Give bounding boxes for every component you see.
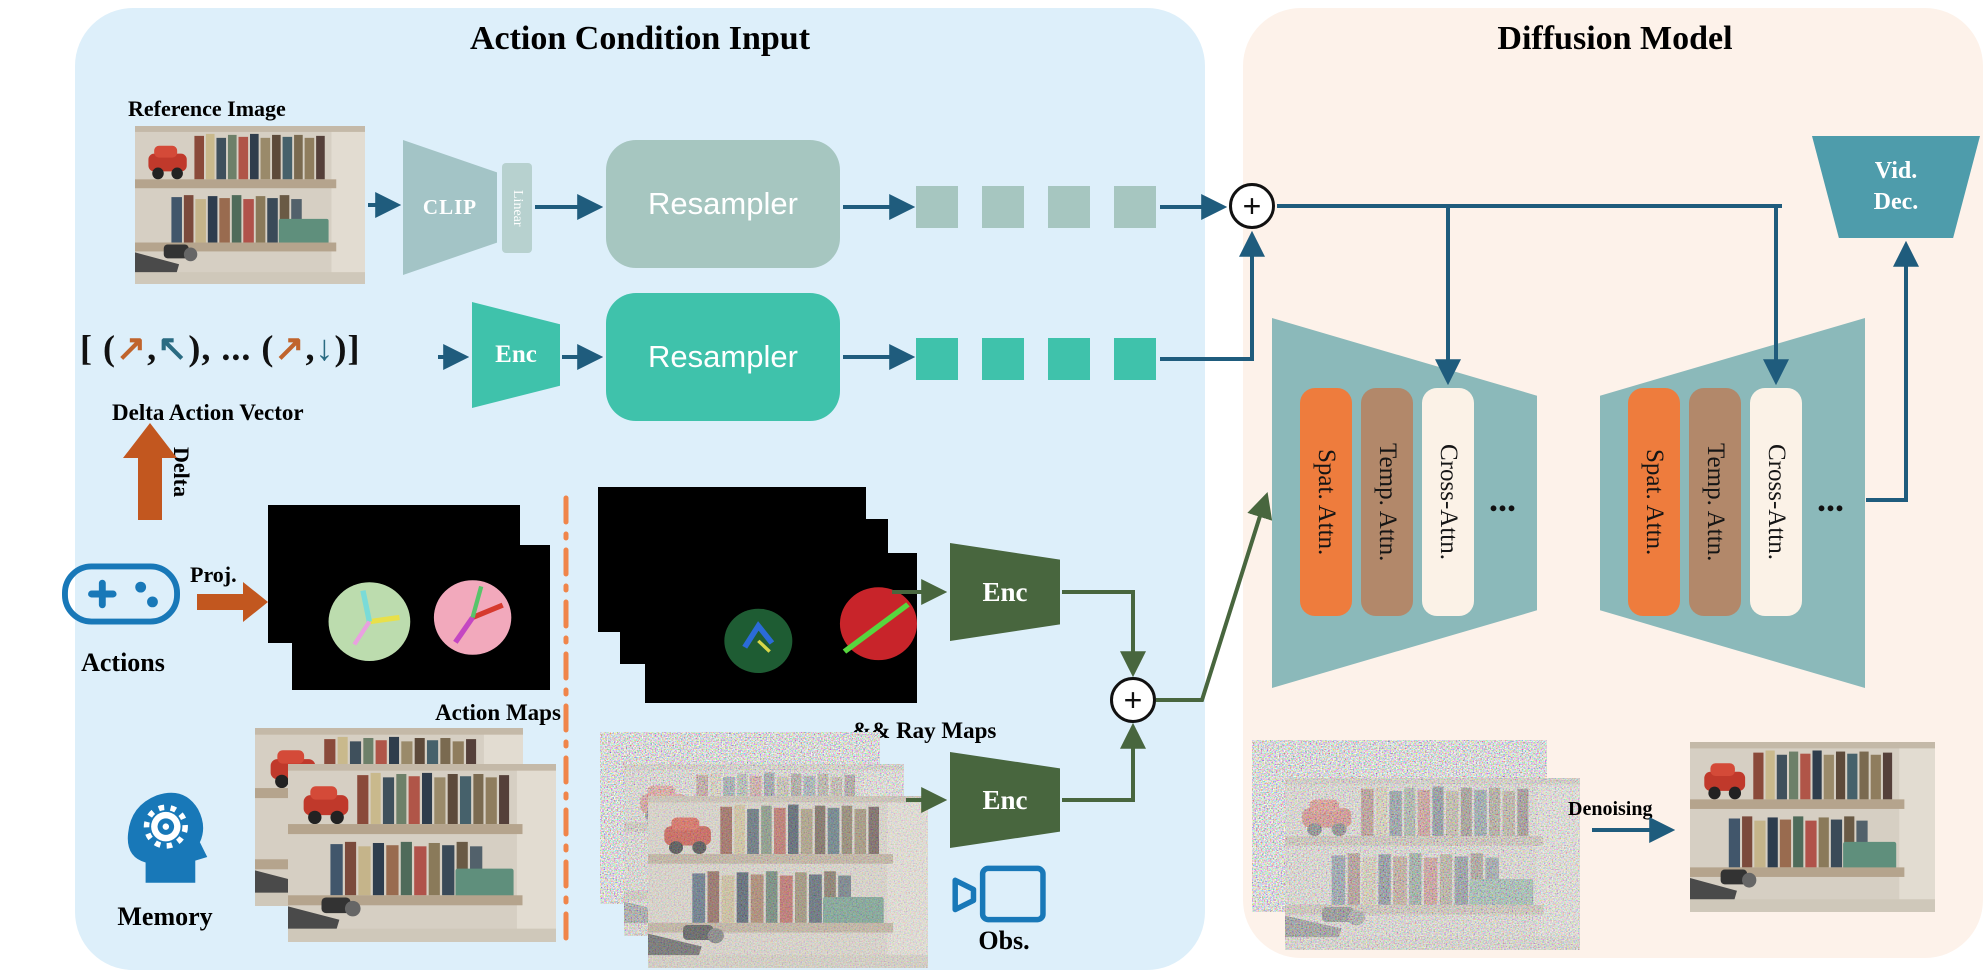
left-panel-title: Action Condition Input xyxy=(469,20,811,57)
spatial-attention-label: Spat. Attn. xyxy=(1641,448,1668,556)
vid-dec-line1: Vid. xyxy=(1874,157,1918,184)
temporal-attention-bar-1: Temp. Attn. xyxy=(1361,388,1413,616)
resampler-mid-label: Resampler xyxy=(648,339,798,374)
enc-obs-block: Enc xyxy=(950,752,1060,848)
vec-arrow-teal-icon: ↖ xyxy=(157,328,189,368)
ellipsis-1: ... xyxy=(1489,479,1516,519)
enc-action-label: Enc xyxy=(495,341,537,368)
cross-attention-label: Cross-Attn. xyxy=(1763,444,1790,560)
clip-label: CLIP xyxy=(422,195,478,219)
token-square xyxy=(1048,186,1090,228)
memory-image-front xyxy=(288,764,556,942)
obs-label: Obs. xyxy=(978,926,1030,955)
memory-head-icon xyxy=(127,792,208,883)
video-decoder-block: Vid. Dec. xyxy=(1812,136,1980,238)
token-square xyxy=(1114,338,1156,380)
vec-open: [ ( xyxy=(80,328,116,368)
linear-label: Linear xyxy=(510,189,525,227)
enc-ray-block: Enc xyxy=(950,543,1060,641)
vec-arrow-orange-icon: ↗ xyxy=(274,328,306,368)
resampler-top-label: Resampler xyxy=(648,186,798,221)
enc-ray-label: Enc xyxy=(982,576,1028,607)
condition-sum-node: + xyxy=(1229,183,1275,229)
diffusion-noisy-front xyxy=(1285,778,1580,950)
vec-arrow-orange-icon: ↗ xyxy=(115,328,148,368)
cross-attention-bar-2: Cross-Attn. xyxy=(1750,388,1802,616)
linear-block: Linear xyxy=(502,163,532,253)
delta-action-vector-expression: [ (↗,↖), ... (↗,↓)] xyxy=(80,327,360,369)
ellipsis-2: ... xyxy=(1817,479,1844,519)
token-square xyxy=(916,186,958,228)
denoising-label: Denoising xyxy=(1568,798,1653,820)
vec-arrow-teal-icon: ↓ xyxy=(315,328,335,368)
cross-attention-bar-1: Cross-Attn. xyxy=(1422,388,1474,616)
cross-attention-label: Cross-Attn. xyxy=(1435,444,1462,560)
delta-action-vector-label: Delta Action Vector xyxy=(112,400,304,425)
token-square xyxy=(1048,338,1090,380)
gamepad-icon xyxy=(62,563,180,625)
spatial-attention-bar-2: Spat. Attn. xyxy=(1628,388,1680,616)
token-square xyxy=(982,186,1024,228)
action-maps-label: Action Maps xyxy=(435,700,561,725)
temporal-attention-bar-2: Temp. Attn. xyxy=(1689,388,1741,616)
ray-map-frame-front xyxy=(645,553,917,703)
proj-label: Proj. xyxy=(190,562,237,587)
reference-image-label: Reference Image xyxy=(128,96,286,121)
reference-image xyxy=(135,126,365,284)
spatial-attention-label: Spat. Attn. xyxy=(1313,448,1340,556)
noisy-obs-front xyxy=(648,796,928,968)
vec-comma: , xyxy=(147,328,158,368)
delta-arrow-label: Delta xyxy=(169,447,194,498)
temporal-attention-label: Temp. Attn. xyxy=(1374,442,1401,562)
enc-obs-label: Enc xyxy=(982,784,1028,815)
memory-label: Memory xyxy=(117,902,213,931)
actions-label: Actions xyxy=(81,648,165,677)
vec-comma: , xyxy=(305,328,316,368)
temporal-attention-label: Temp. Attn. xyxy=(1702,442,1729,562)
action-map-frame-front xyxy=(292,545,550,690)
resampler-top-block: Resampler xyxy=(606,140,840,268)
vec-close: )] xyxy=(334,328,361,368)
denoised-output-image xyxy=(1690,742,1935,912)
token-square xyxy=(1114,186,1156,228)
vec-middle: ), ... ( xyxy=(188,328,275,368)
right-panel-title: Diffusion Model xyxy=(1497,20,1733,57)
token-square xyxy=(916,338,958,380)
resampler-mid-block: Resampler xyxy=(606,293,840,421)
vid-dec-line2: Dec. xyxy=(1873,189,1919,215)
obs-camera-icon xyxy=(952,865,1046,923)
token-square xyxy=(982,338,1024,380)
spatial-attention-bar-1: Spat. Attn. xyxy=(1300,388,1352,616)
feature-sum-node: + xyxy=(1110,677,1156,723)
